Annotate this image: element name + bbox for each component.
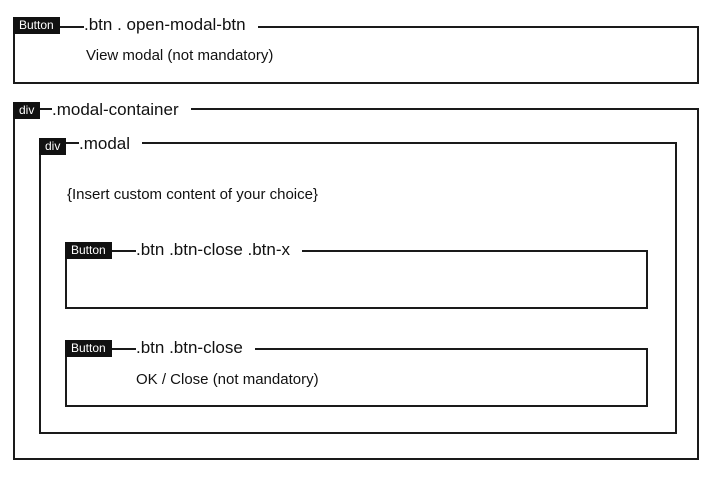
modal-container-box xyxy=(13,108,699,460)
close-btn-box xyxy=(65,348,648,407)
close-btn-tag: Button xyxy=(65,340,112,357)
open-modal-btn-box xyxy=(13,26,699,84)
modal-tag: div xyxy=(39,138,67,155)
close-btn-description: OK / Close (not mandatory) xyxy=(136,371,319,388)
open-modal-btn-description: View modal (not mandatory) xyxy=(86,47,274,64)
open-modal-btn-selector: .btn . open-modal-btn xyxy=(84,15,258,35)
close-x-btn-selector: .btn .btn-close .btn-x xyxy=(136,240,303,260)
close-x-btn-tag: Button xyxy=(65,242,112,259)
close-x-btn-box xyxy=(65,250,648,309)
modal-container-selector: .modal-container xyxy=(52,100,191,120)
close-btn-selector: .btn .btn-close xyxy=(136,338,255,358)
modal-content: {Insert custom content of your choice} xyxy=(67,186,318,203)
modal-box xyxy=(39,142,677,434)
modal-container-tag: div xyxy=(13,102,41,119)
open-modal-btn-tag: Button xyxy=(13,17,60,34)
modal-selector: .modal xyxy=(79,134,143,154)
